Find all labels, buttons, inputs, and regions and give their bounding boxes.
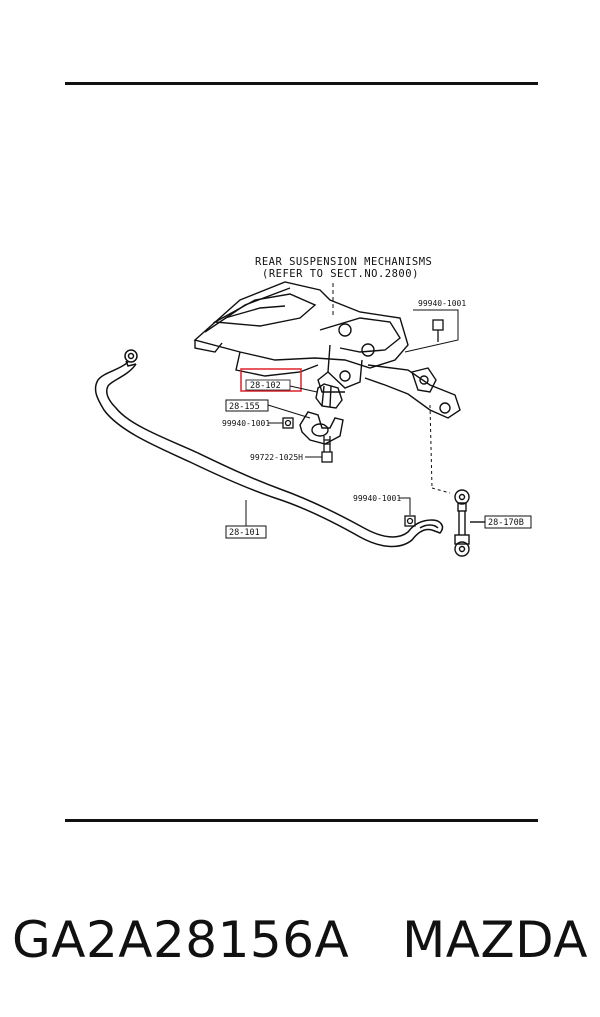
stabilizer-link — [454, 489, 485, 557]
lower-arm — [364, 364, 461, 419]
bottom-rule — [65, 819, 538, 822]
stabilizer-bar — [94, 349, 444, 548]
box-part-link — [484, 515, 532, 529]
nut-top-leader — [404, 309, 459, 353]
bolt — [321, 436, 333, 463]
bushing — [315, 383, 343, 409]
label-nut-lower: 99940-1001 — [353, 494, 401, 503]
header-line-1: REAR SUSPENSION MECHANISMS — [255, 256, 432, 268]
top-rule — [65, 82, 538, 85]
highlight-box — [240, 368, 302, 392]
label-part-bar: 28-101 — [229, 528, 260, 538]
leader-bracket — [267, 404, 311, 419]
nut-left — [282, 417, 294, 429]
box-part-highlighted — [245, 379, 291, 391]
footer-part-number: GA2A28156A — [12, 911, 350, 969]
link-leader-2 — [431, 487, 451, 494]
leader-nut-lower — [399, 497, 411, 515]
label-part-link: 28-170B — [488, 518, 524, 528]
link-leader — [429, 404, 433, 489]
bracket — [299, 411, 344, 445]
nut-top — [432, 319, 444, 342]
nut-lower — [404, 515, 416, 527]
label-part-highlighted: 28-102 — [250, 381, 281, 391]
label-nut-top: 99940-1001 — [418, 299, 466, 308]
label-bolt: 99722-1025H — [250, 453, 303, 462]
leader-highlighted — [289, 385, 318, 393]
footer-brand: MAZDA — [402, 911, 588, 969]
footer: GA2A28156A MAZDA — [12, 905, 588, 975]
header-line-2: (REFER TO SECT.NO.2800) — [262, 268, 419, 280]
label-nut-left: 99940-1001 — [222, 419, 270, 428]
label-part-bracket: 28-155 — [229, 402, 260, 412]
